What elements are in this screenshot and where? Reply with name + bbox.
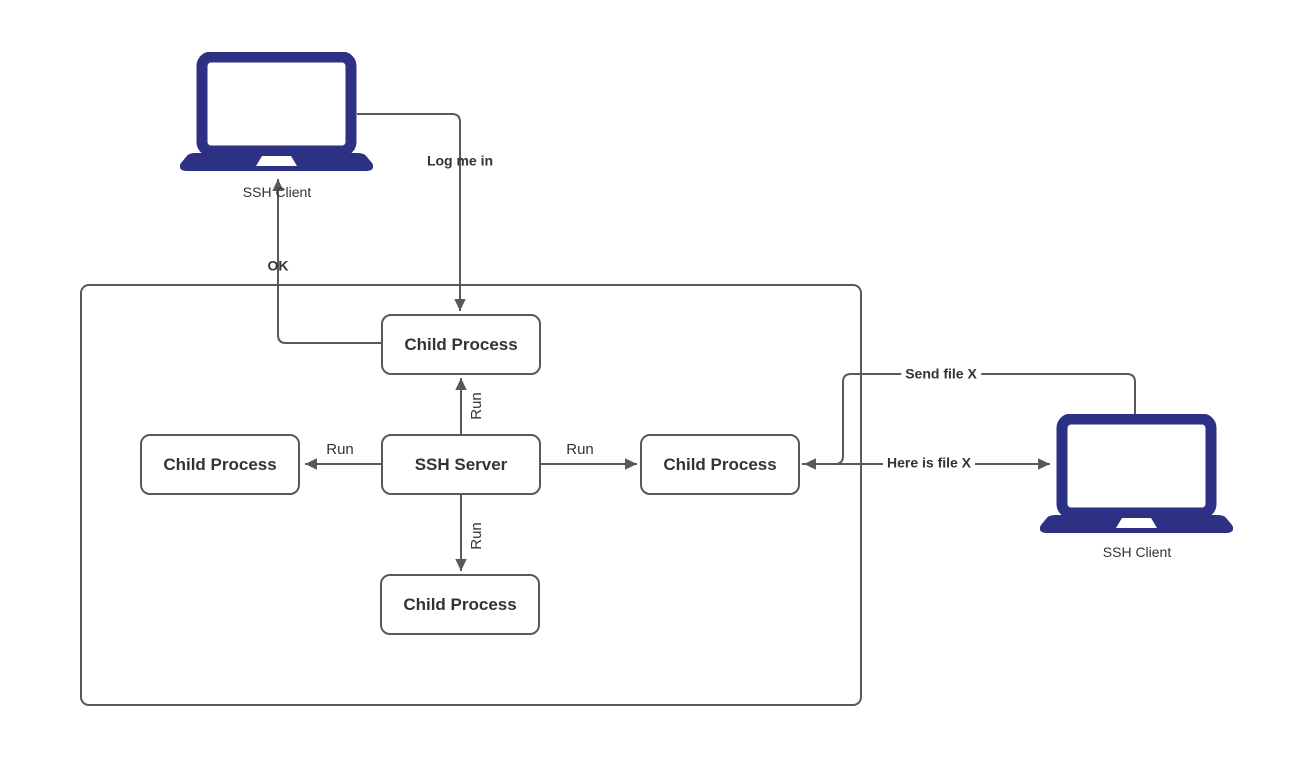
edge-log-me-in	[357, 113, 466, 312]
edge-send-file-x	[803, 373, 1136, 470]
laptop-icon	[1040, 414, 1233, 533]
edge-label-run-down: Run	[467, 522, 485, 550]
node-child-process-right: Child Process	[640, 434, 800, 495]
server-boundary-container	[80, 284, 862, 706]
node-label: Child Process	[663, 454, 777, 474]
node-label: SSH Server	[414, 454, 508, 474]
node-ssh-server: SSH Server	[381, 434, 541, 495]
edge-label-run-right: Run	[566, 440, 594, 458]
edge-label-ok: OK	[267, 257, 289, 274]
edge-label-log-me-in: Log me in	[426, 152, 494, 169]
node-label: Child Process	[163, 454, 277, 474]
node-child-process-top: Child Process	[381, 314, 541, 375]
node-label: Child Process	[404, 334, 518, 354]
right-ssh-client-label: SSH Client	[1102, 544, 1172, 560]
node-child-process-bottom: Child Process	[380, 574, 540, 635]
edge-label-run-up: Run	[467, 392, 485, 420]
edge-label-run-left: Run	[326, 440, 354, 458]
node-label: Child Process	[403, 594, 517, 614]
left-ssh-client-label: SSH Client	[242, 184, 312, 200]
laptop-icon	[180, 52, 373, 171]
edge-label-send-file-x: Send file X	[901, 365, 981, 383]
edge-label-here-is-file-x: Here is file X	[882, 454, 976, 472]
node-child-process-left: Child Process	[140, 434, 300, 495]
edge-ok	[272, 178, 381, 344]
